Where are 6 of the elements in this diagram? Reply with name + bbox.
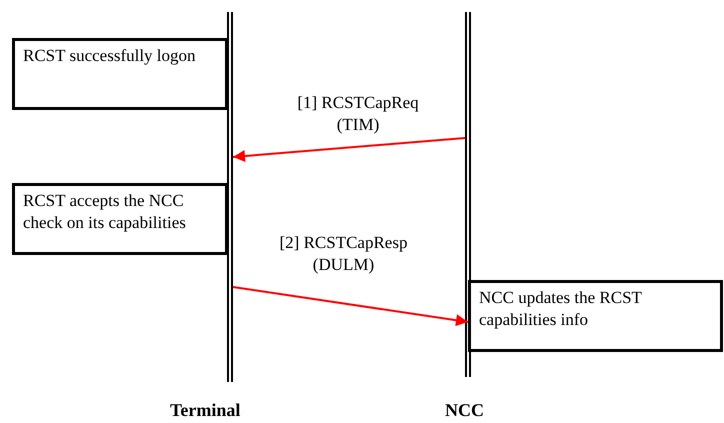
process-box: RCST accepts the NCC check on its capabilities [12, 183, 228, 255]
arrow [232, 137, 466, 162]
lifeline-label: NCC [445, 400, 484, 421]
process-box: NCC updates the RCST capabilities info [468, 280, 723, 352]
lifeline-label: Terminal [170, 400, 240, 421]
process-box: RCST successfully logon [12, 38, 228, 110]
